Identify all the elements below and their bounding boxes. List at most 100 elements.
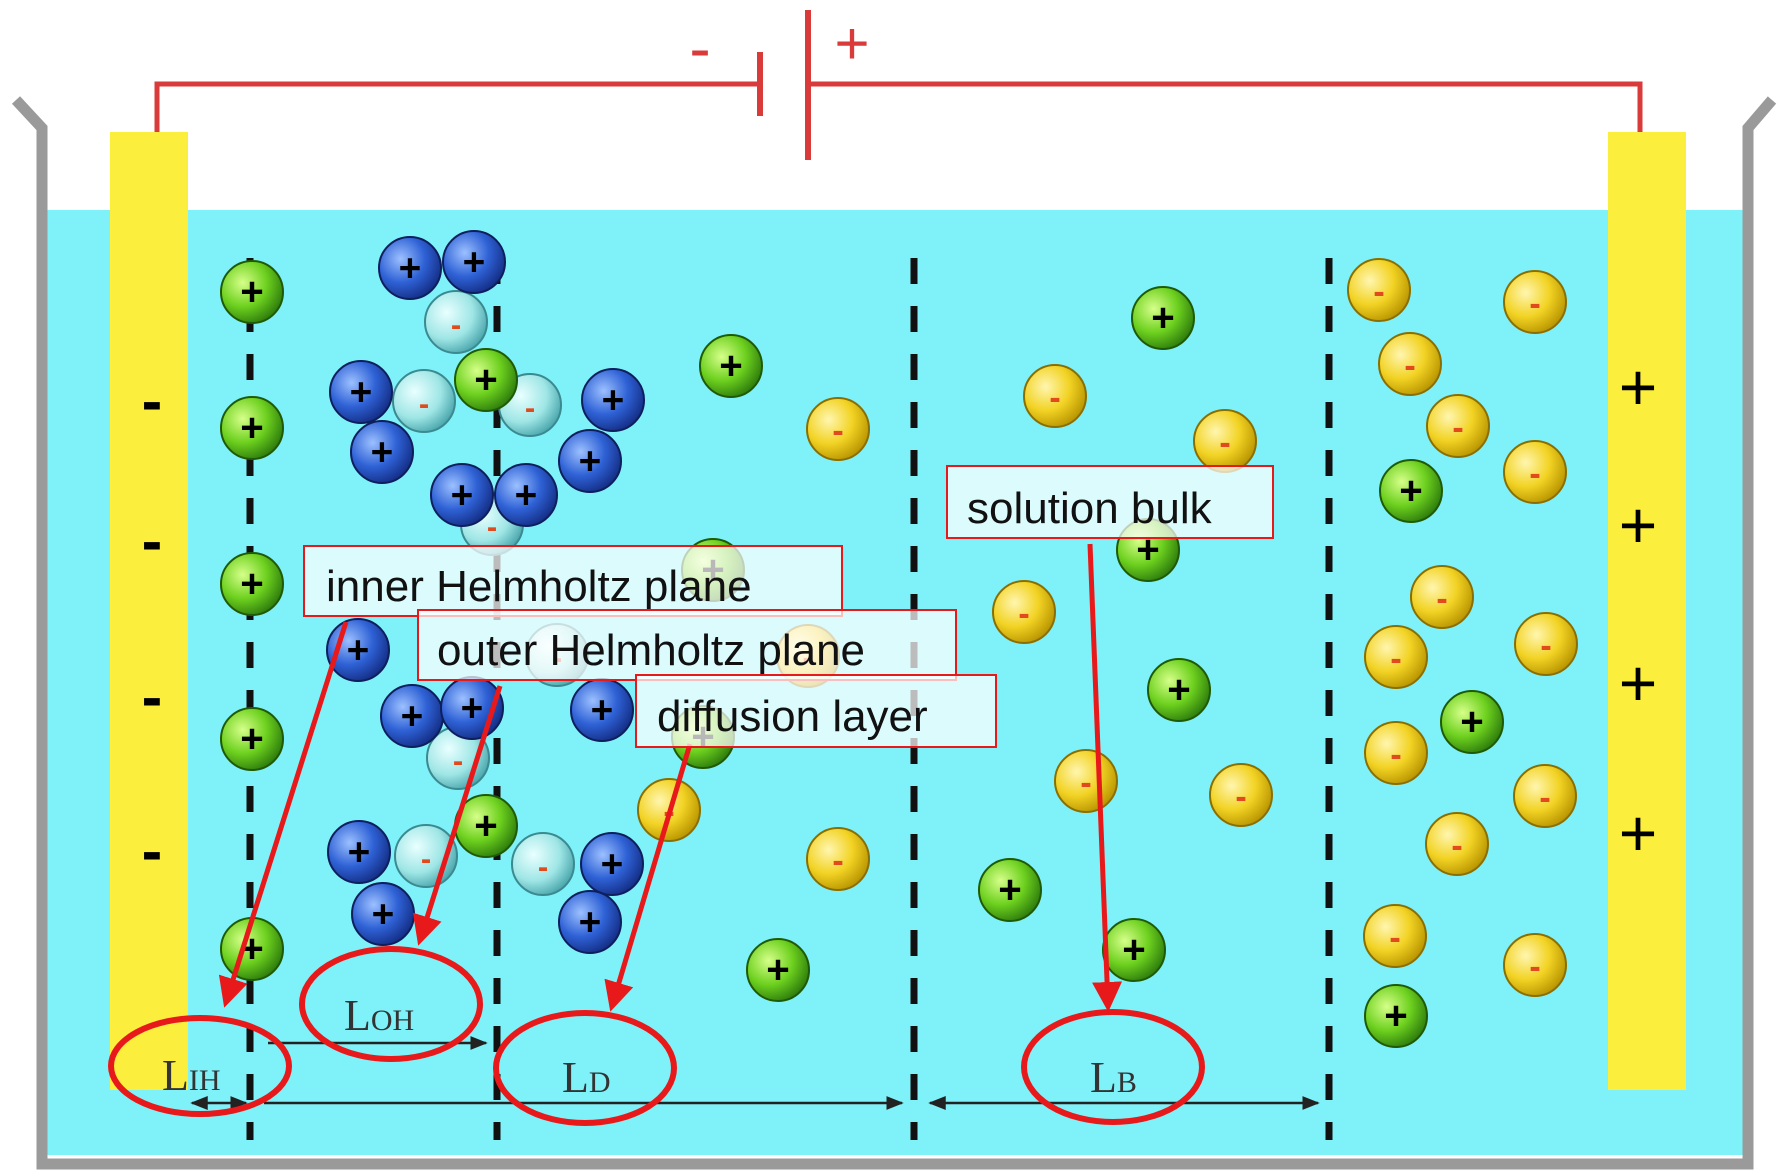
anion-icon: - xyxy=(1513,764,1577,828)
anion-symbol: - xyxy=(1018,595,1029,633)
cation-icon: + xyxy=(1364,984,1428,1048)
water-molecule-icon: - xyxy=(424,290,488,354)
diffusion-pointer-arrow xyxy=(604,743,693,1012)
anion-symbol: - xyxy=(1080,764,1091,802)
cation-icon: + xyxy=(1147,658,1211,722)
cathode-sign: - xyxy=(142,817,163,886)
anion-symbol: - xyxy=(453,743,463,778)
anion-icon: - xyxy=(1347,258,1411,322)
solvated-cation-icon: + xyxy=(430,463,494,527)
cation-icon: + xyxy=(1131,286,1195,350)
anion-symbol: - xyxy=(1452,409,1463,447)
lb-label-sub: B xyxy=(1117,1066,1137,1099)
anion-icon: - xyxy=(1503,440,1567,504)
water-molecule-icon: - xyxy=(392,369,456,433)
cation-icon: + xyxy=(220,552,284,616)
cation-symbol: + xyxy=(1460,699,1484,744)
solvated-cation-icon: + xyxy=(329,360,393,424)
anion-symbol: - xyxy=(1529,455,1540,493)
cation-symbol: + xyxy=(579,901,602,944)
solvated-cation-icon: + xyxy=(558,429,622,493)
cation-symbol: + xyxy=(451,474,474,517)
cathode-sign: - xyxy=(142,367,163,436)
pointer-arrows xyxy=(218,543,1123,1012)
cation-symbol: + xyxy=(372,893,395,936)
anion-symbol: - xyxy=(525,390,535,425)
anion-symbol: - xyxy=(487,509,497,544)
solvated-cation-icon: + xyxy=(558,890,622,954)
cathode-sign: - xyxy=(142,663,163,732)
ld-label-sub: D xyxy=(589,1066,611,1099)
cation-symbol: + xyxy=(719,343,743,388)
cation-symbol: + xyxy=(240,561,264,606)
anion-symbol: - xyxy=(1539,779,1550,817)
lb-label: LB xyxy=(1090,1053,1137,1102)
cation-symbol: + xyxy=(998,867,1022,912)
solvated-cation-icon: + xyxy=(581,368,645,432)
anion-icon: - xyxy=(1193,409,1257,473)
solvated-cation-icon: + xyxy=(570,678,634,742)
solvated-cation-icon: + xyxy=(350,420,414,484)
callout-box xyxy=(946,465,1274,539)
cation-symbol: + xyxy=(591,689,614,732)
lih-label: LIH xyxy=(162,1051,221,1100)
cation-symbol: + xyxy=(1122,927,1146,972)
cation-symbol: + xyxy=(348,831,371,874)
anion-icon: - xyxy=(1514,612,1578,676)
cation-symbol: + xyxy=(1167,667,1191,712)
highlight-ellipses xyxy=(108,946,1205,1126)
anion-icon: - xyxy=(806,827,870,891)
anion-symbol: - xyxy=(1235,778,1246,816)
cation-symbol: + xyxy=(1384,993,1408,1038)
anion-symbol: - xyxy=(1540,627,1551,665)
solvated-cation-icon: + xyxy=(580,832,644,896)
cation-symbol: + xyxy=(399,247,422,290)
cation-symbol: + xyxy=(601,843,624,886)
lih-label-main: L xyxy=(162,1051,189,1100)
anion-symbol: - xyxy=(832,842,843,880)
cation-symbol: + xyxy=(350,371,373,414)
loh-label: LOH xyxy=(344,991,414,1040)
solvated-cation-icon: + xyxy=(327,820,391,884)
anion-symbol: - xyxy=(421,841,431,876)
cation-symbol: + xyxy=(240,405,264,450)
solvated-cation-icon: + xyxy=(380,684,444,748)
cation-icon: + xyxy=(220,396,284,460)
anion-symbol: - xyxy=(451,307,461,342)
loh-label-main: L xyxy=(344,991,371,1040)
anion-icon: - xyxy=(1364,721,1428,785)
loh-highlight-ellipse xyxy=(299,946,483,1062)
anode-sign: + xyxy=(1619,646,1658,720)
anode-sign: + xyxy=(1619,350,1658,424)
cation-icon: + xyxy=(454,794,518,858)
ihp-pointer-arrow xyxy=(218,621,349,1008)
anion-icon: - xyxy=(992,580,1056,644)
cathode-charge-signs: - - - - xyxy=(142,367,163,886)
anion-icon: - xyxy=(1378,332,1442,396)
callout-box xyxy=(635,674,997,748)
callout-label: inner Helmholtz plane xyxy=(326,562,752,611)
solvated-cation-icon: + xyxy=(378,236,442,300)
ld-label: LD xyxy=(562,1053,611,1102)
cation-symbol: + xyxy=(240,716,264,761)
anion-symbol: - xyxy=(1436,580,1447,618)
anode-sign: + xyxy=(1619,488,1658,562)
solvated-cation-icon: + xyxy=(351,882,415,946)
bulk-pointer-arrow xyxy=(1087,543,1123,1012)
lb-label-main: L xyxy=(1090,1053,1117,1102)
cation-icon: + xyxy=(1440,690,1504,754)
battery-icon xyxy=(757,10,811,160)
cation-symbol: + xyxy=(461,687,484,730)
callout-label: solution bulk xyxy=(967,484,1213,533)
cation-symbol: + xyxy=(579,440,602,483)
ohp-pointer-arrow xyxy=(412,685,503,946)
loh-label-sub: OH xyxy=(371,1004,414,1037)
anion-icon: - xyxy=(1425,812,1489,876)
cathode-electrode xyxy=(110,132,188,1090)
callout-outer-helmholtz-plane: outer Helmholtz plane xyxy=(417,609,957,681)
anion-symbol: - xyxy=(1404,347,1415,385)
cation-icon: + xyxy=(454,348,518,412)
callout-inner-helmholtz-plane: inner Helmholtz plane xyxy=(303,545,843,617)
anion-icon: - xyxy=(1023,364,1087,428)
